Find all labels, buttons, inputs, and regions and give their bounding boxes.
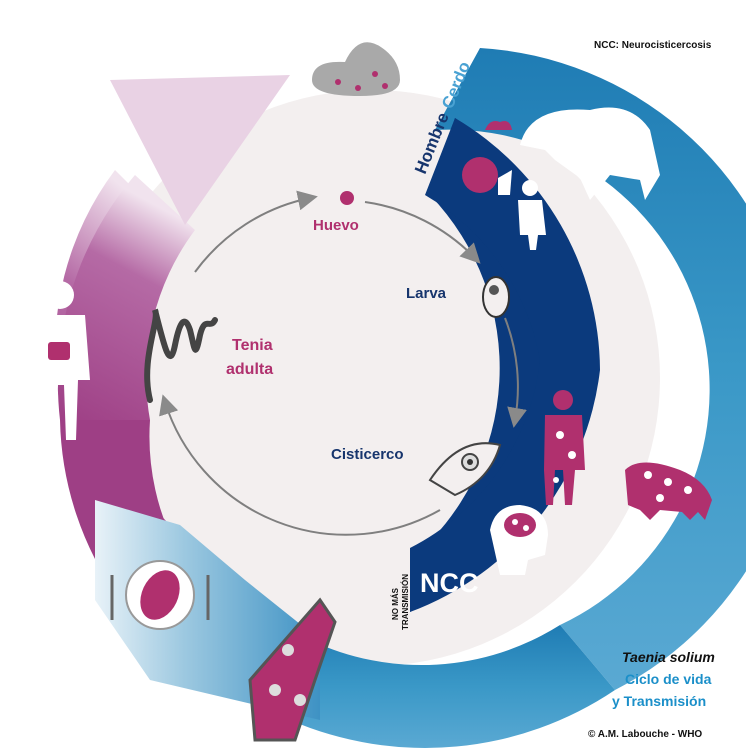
small-feces-icon	[485, 121, 512, 130]
larva-icon	[482, 276, 510, 318]
no-more-transmission-2: TRANSMISIÓN	[401, 574, 410, 630]
human-host-arc-band	[57, 175, 196, 420]
pig-white-icon	[520, 107, 660, 200]
ncc-label: NCC	[420, 568, 479, 598]
cysticercus-icon	[428, 442, 502, 497]
stage-egg-label: Huevo	[313, 217, 359, 234]
footer-line-2: y Transmisión	[612, 693, 706, 709]
stage-larva-label: Larva	[406, 285, 447, 302]
head-brain-icon	[490, 505, 548, 575]
eating-icon	[462, 157, 512, 195]
egg-icon	[340, 191, 354, 205]
feces-icon	[312, 42, 400, 96]
human-small-icon	[518, 180, 546, 250]
stage-cysticercus-label: Cisticerco	[331, 446, 404, 463]
pig-arc-lower	[290, 625, 615, 748]
footer-line-1: Ciclo de vida	[625, 671, 712, 687]
cycle-arrow-cyst-adult	[159, 394, 441, 536]
species-title: Taenia solium	[622, 649, 715, 665]
stage-adult-label-2: adulta	[226, 361, 273, 378]
cycle-arrow-adult-egg	[194, 190, 318, 273]
human-large-icon	[30, 281, 90, 440]
stage-adult-label-1: Tenia	[232, 337, 273, 354]
no-more-transmission-1: NO MÁS	[391, 587, 400, 620]
plate-icon	[110, 560, 210, 630]
cycle-arrow-larva-cyst	[504, 317, 527, 428]
cycle-arrow-egg-larva	[364, 201, 481, 264]
human-cysts-icon	[544, 390, 585, 505]
pig-cysts-icon	[625, 462, 712, 520]
pork-meat-icon	[248, 597, 337, 742]
ncc-note: NCC: Neurocisticercosis	[594, 40, 712, 51]
human-arc-arrowhead	[110, 75, 290, 225]
credit-text: © A.M. Labouche - WHO	[588, 729, 702, 740]
pig-host-arc	[435, 48, 746, 690]
tapeworm-icon	[144, 308, 218, 403]
